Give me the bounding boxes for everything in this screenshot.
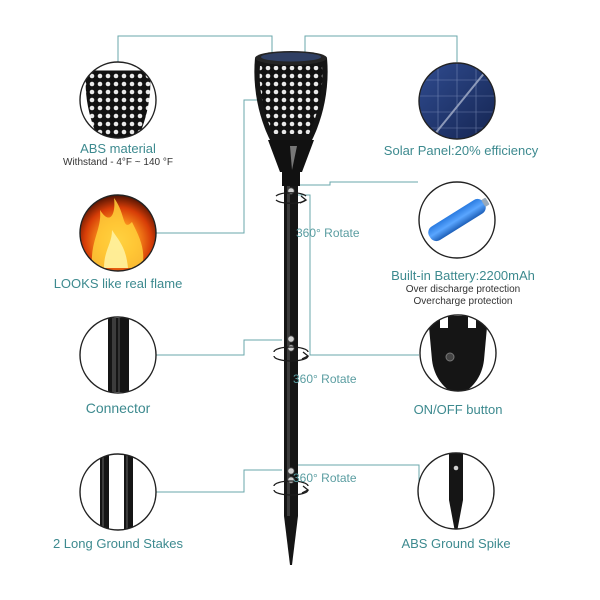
abs-material-title: ABS material: [80, 141, 156, 156]
connector-image: [79, 316, 157, 394]
torch-head-holes: [259, 66, 323, 134]
torch-product: [254, 51, 328, 565]
ground-spike-image: [417, 452, 495, 530]
ground-stakes-title: 2 Long Ground Stakes: [52, 536, 184, 551]
abs-material-detail: Withstand - 4°F ~ 140 °F: [63, 157, 173, 168]
flame-image: [79, 194, 157, 272]
battery-title: Built-in Battery:2200mAh: [391, 268, 535, 283]
ground-spike-title: ABS Ground Spike: [401, 536, 511, 551]
rotate-label-bottom: 360° Rotate: [293, 471, 357, 485]
callout-lines: [117, 35, 458, 493]
abs-material-image: [79, 61, 157, 139]
rotate-label-top: 360° Rotate: [296, 226, 360, 240]
battery-line2: Overcharge protection: [413, 296, 513, 307]
torch-top-solar: [261, 52, 321, 62]
torch-spike: [284, 516, 298, 565]
battery-line1: Over discharge protection: [405, 284, 521, 295]
battery-image: [418, 181, 496, 259]
rotate-arcs: [273, 192, 310, 496]
onoff-title: ON/OFF button: [413, 402, 503, 417]
real-flame-title: LOOKS like real flame: [53, 276, 183, 291]
ground-stakes-image: [79, 453, 157, 531]
onoff-button-image: [419, 314, 497, 392]
connector-title: Connector: [85, 400, 151, 416]
solar-panel-title: Solar Panel:20% efficiency: [383, 143, 539, 158]
solar-panel-image: [418, 62, 496, 140]
rotate-label-middle: 360° Rotate: [293, 372, 357, 386]
